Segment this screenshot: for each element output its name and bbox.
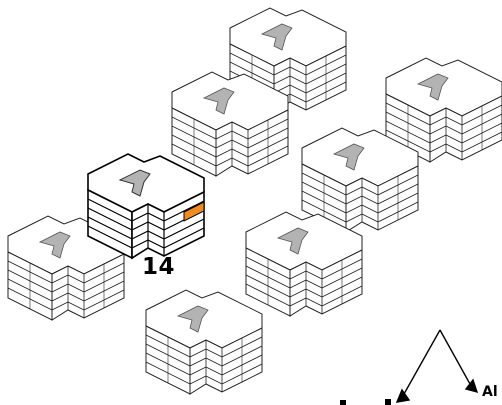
building-number-label: 14 bbox=[142, 254, 176, 280]
compass-arrow bbox=[395, 329, 479, 403]
building-center-lower bbox=[245, 211, 363, 317]
compass-tick-marks bbox=[340, 399, 391, 405]
compass-label: Al bbox=[482, 384, 498, 400]
building-left-upper bbox=[171, 71, 289, 177]
building-bottom-center bbox=[145, 289, 263, 395]
building-14 bbox=[87, 153, 205, 260]
highlighted-unit bbox=[183, 201, 205, 222]
